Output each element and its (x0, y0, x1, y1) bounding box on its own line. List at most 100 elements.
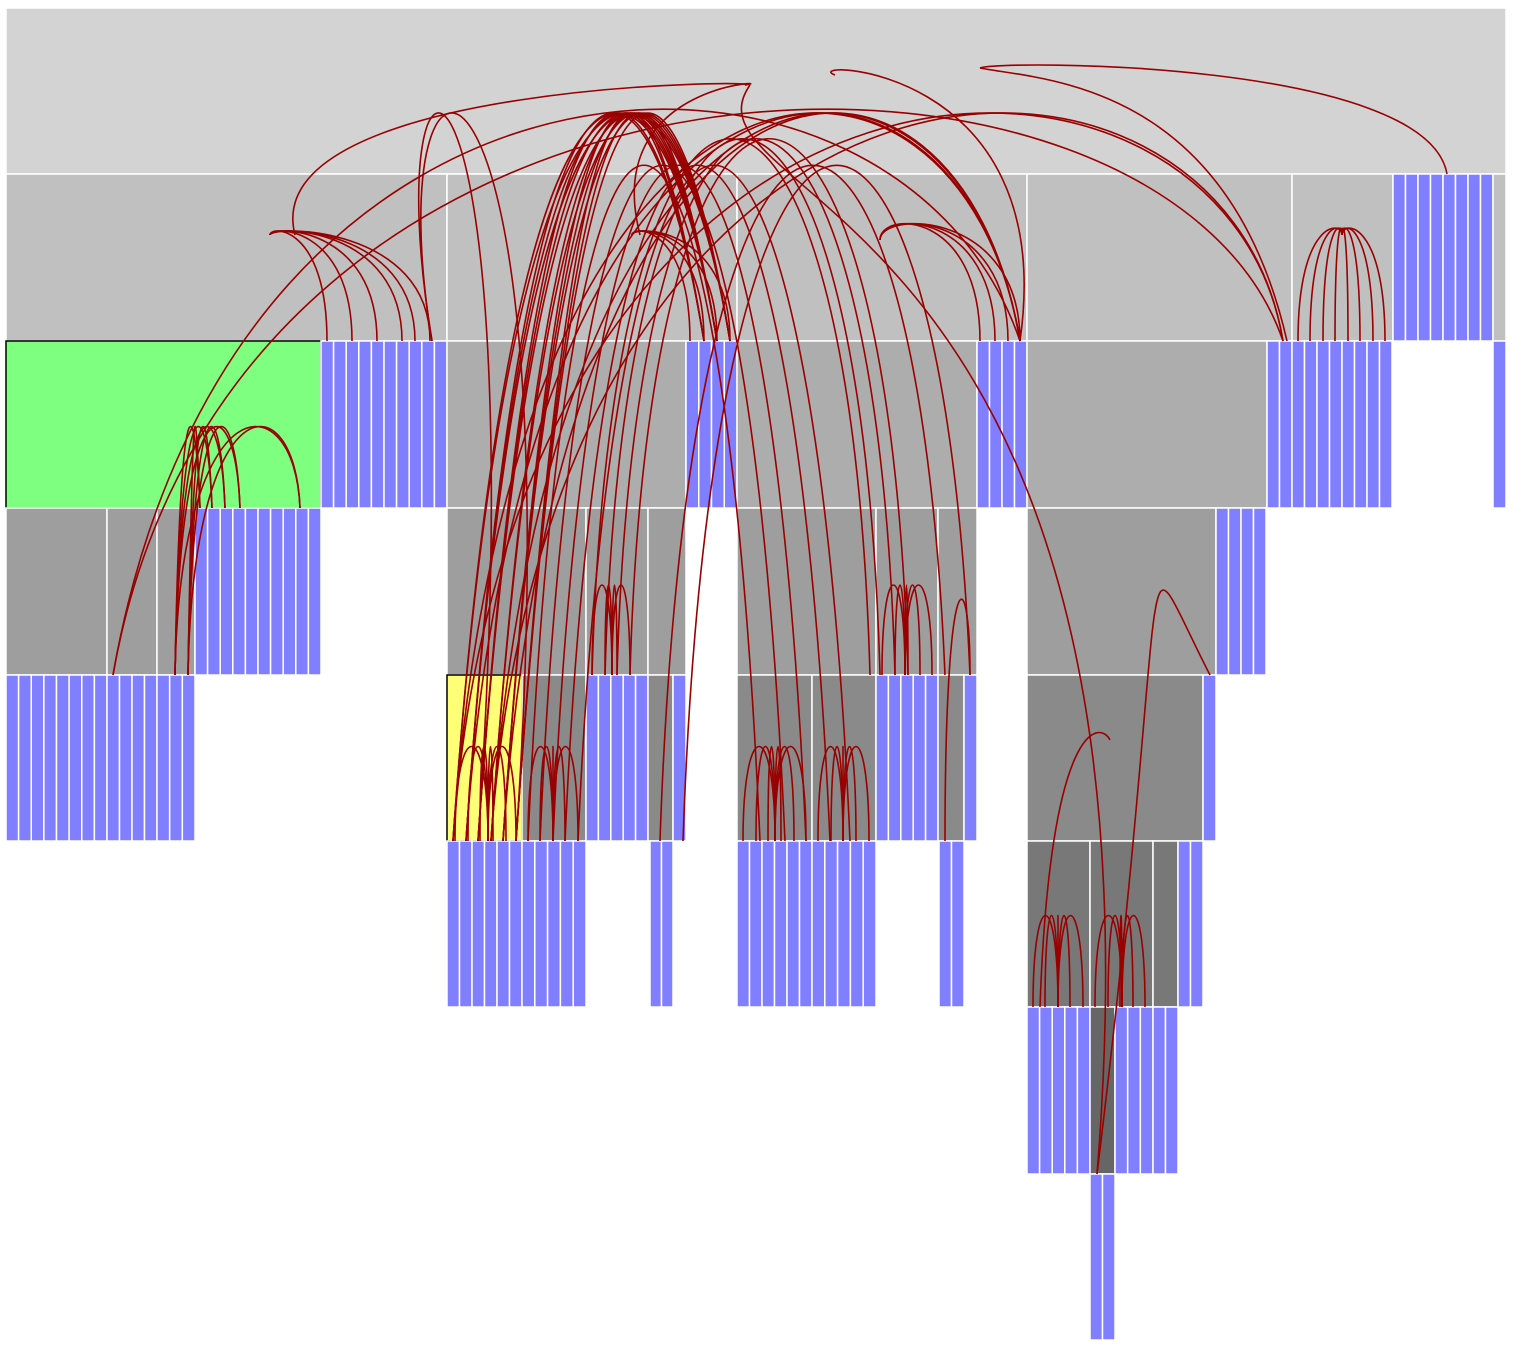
leaf-node[interactable] (1266, 340, 1281, 509)
leaf-node[interactable] (1378, 340, 1393, 509)
leaf-node[interactable] (471, 840, 486, 1008)
leaf-node[interactable] (1152, 1006, 1167, 1175)
leaf-node[interactable] (93, 674, 108, 842)
leaf-node[interactable] (849, 840, 864, 1008)
leaf-node[interactable] (963, 674, 978, 842)
selected-package-node[interactable] (5, 340, 322, 509)
leaf-node[interactable] (1051, 1006, 1066, 1175)
package-node[interactable] (1026, 507, 1217, 676)
leaf-node[interactable] (433, 340, 448, 509)
leaf-node[interactable] (106, 674, 121, 842)
leaf-node[interactable] (938, 840, 953, 1008)
leaf-node[interactable] (1089, 1173, 1104, 1341)
leaf-node[interactable] (1215, 507, 1230, 676)
leaf-node[interactable] (988, 340, 1003, 509)
leaf-node[interactable] (748, 840, 763, 1008)
leaf-node[interactable] (1429, 173, 1444, 342)
leaf-node[interactable] (1291, 340, 1306, 509)
package-node[interactable] (736, 507, 877, 676)
package-node[interactable] (1026, 340, 1268, 509)
leaf-node[interactable] (559, 840, 574, 1008)
leaf-node[interactable] (1139, 1006, 1154, 1175)
leaf-node[interactable] (118, 674, 133, 842)
leaf-node[interactable] (1013, 340, 1028, 509)
leaf-node[interactable] (1101, 1173, 1116, 1341)
leaf-node[interactable] (206, 507, 221, 676)
leaf-node[interactable] (156, 674, 171, 842)
leaf-node[interactable] (1353, 340, 1368, 509)
leaf-node[interactable] (1252, 507, 1267, 676)
package-node[interactable] (5, 507, 108, 676)
leaf-node[interactable] (17, 674, 32, 842)
leaf-node[interactable] (5, 674, 20, 842)
leaf-node[interactable] (68, 674, 83, 842)
leaf-node[interactable] (1316, 340, 1331, 509)
leaf-node[interactable] (508, 840, 523, 1008)
leaf-node[interactable] (1114, 1006, 1129, 1175)
leaf-node[interactable] (408, 340, 423, 509)
leaf-node[interactable] (1479, 173, 1494, 342)
leaf-node[interactable] (836, 840, 852, 1008)
leaf-node[interactable] (786, 840, 801, 1008)
package-node[interactable] (1026, 674, 1204, 842)
leaf-node[interactable] (736, 840, 751, 1008)
leaf-node[interactable] (1064, 1006, 1079, 1175)
leaf-node[interactable] (55, 674, 70, 842)
leaf-node[interactable] (320, 340, 335, 509)
package-node[interactable] (1492, 173, 1507, 342)
leaf-node[interactable] (1177, 840, 1192, 1008)
leaf-node[interactable] (572, 840, 587, 1008)
leaf-node[interactable] (610, 674, 624, 842)
leaf-node[interactable] (370, 340, 385, 509)
leaf-node[interactable] (1341, 340, 1356, 509)
leaf-node[interactable] (900, 674, 914, 842)
leaf-node[interactable] (761, 840, 776, 1008)
leaf-node[interactable] (887, 674, 902, 842)
root-node[interactable] (5, 7, 1507, 175)
leaf-node[interactable] (912, 674, 927, 842)
leaf-node[interactable] (1202, 674, 1217, 842)
leaf-node[interactable] (1126, 1006, 1142, 1175)
leaf-node[interactable] (950, 840, 965, 1008)
leaf-node[interactable] (521, 840, 536, 1008)
leaf-node[interactable] (232, 507, 247, 676)
package-node[interactable] (1291, 173, 1394, 342)
leaf-node[interactable] (1227, 507, 1242, 676)
leaf-node[interactable] (496, 840, 511, 1008)
leaf-node[interactable] (358, 340, 373, 509)
leaf-node[interactable] (131, 674, 146, 842)
leaf-node[interactable] (282, 507, 297, 676)
leaf-node[interactable] (43, 674, 58, 842)
leaf-node[interactable] (798, 840, 813, 1008)
leaf-node[interactable] (168, 674, 184, 842)
leaf-node[interactable] (585, 674, 600, 842)
package-node[interactable] (647, 507, 687, 676)
leaf-node[interactable] (534, 840, 549, 1008)
leaf-node[interactable] (634, 674, 649, 842)
leaf-node[interactable] (1328, 340, 1343, 509)
leaf-node[interactable] (1442, 173, 1457, 342)
leaf-node[interactable] (446, 840, 461, 1008)
leaf-node[interactable] (924, 674, 939, 842)
leaf-node[interactable] (1038, 1006, 1053, 1175)
leaf-node[interactable] (875, 674, 890, 842)
leaf-node[interactable] (307, 507, 322, 676)
leaf-node[interactable] (1404, 173, 1419, 342)
leaf-node[interactable] (1026, 1006, 1041, 1175)
leaf-node[interactable] (1076, 1006, 1091, 1175)
leaf-node[interactable] (773, 840, 788, 1008)
leaf-node[interactable] (1164, 1006, 1179, 1175)
package-node[interactable] (5, 173, 448, 342)
package-node[interactable] (446, 340, 687, 509)
leaf-node[interactable] (483, 840, 498, 1008)
package-node[interactable] (1026, 173, 1293, 342)
leaf-node[interactable] (269, 507, 284, 676)
leaf-node[interactable] (395, 340, 410, 509)
leaf-node[interactable] (332, 340, 347, 509)
leaf-node[interactable] (181, 674, 196, 842)
leaf-node[interactable] (811, 840, 826, 1008)
leaf-node[interactable] (546, 840, 562, 1008)
leaf-node[interactable] (824, 840, 839, 1008)
leaf-node[interactable] (421, 340, 436, 509)
leaf-node[interactable] (1392, 173, 1407, 342)
